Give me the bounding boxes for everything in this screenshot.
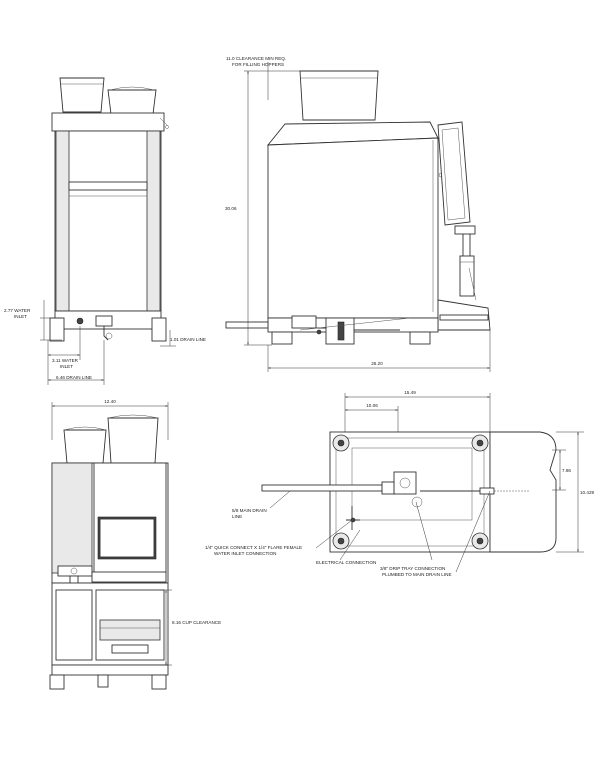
side-height-label: 30.06 — [225, 206, 237, 211]
water-inlet-connection-label: 1/4" QUICK CONNECT X 1/4" FLARE FEMALE — [205, 545, 302, 550]
water-inlet-height-label-2: INLET — [14, 314, 27, 319]
side-view-hopper — [299, 70, 379, 121]
drip-tray-label: 3/8" DRIP TRAY CONNECTION — [380, 566, 445, 571]
water-inlet-offset-label: 3.11 WATER — [52, 358, 79, 363]
front-view-hopper-left — [59, 77, 105, 113]
drip-tray-label-2: PLUMBED TO MAIN DRAIN LINE — [382, 572, 452, 577]
foot-spacing-label: 10.06 — [366, 403, 378, 408]
front-detail-hopper-left — [63, 429, 107, 464]
drain-line-offset-label: 6.46 DRAIN LINE — [56, 375, 92, 380]
overall-width-label: 10.429 — [580, 490, 594, 495]
drain-line-height-label: 1.01 DRAIN LINE — [170, 337, 206, 342]
clearance-note: 11.0 CLEARANCE MIN REQ. — [226, 56, 286, 61]
front-view-hopper-right — [107, 89, 157, 115]
water-inlet-connection-label-2: WATER INLET CONNECTION — [214, 551, 276, 556]
front-detail-hopper-right — [107, 417, 159, 464]
side-view-body — [267, 137, 439, 319]
water-inlet-fitting — [76, 317, 84, 325]
clearance-note-2: FOR FILLING HOPPERS — [232, 62, 284, 67]
bottom-view-drip-tray — [489, 431, 557, 553]
main-drain-label: 5/8 MAIN DRAIN — [232, 508, 267, 513]
overall-depth-label: 15.49 — [404, 390, 416, 395]
side-view: 11.0 CLEARANCE MIN REQ. FOR FILLING HOPP… — [225, 56, 491, 372]
front-view-body — [54, 130, 162, 312]
main-drain-label-2: LINE — [232, 514, 242, 519]
water-inlet-offset-label-2: INLET — [60, 364, 73, 369]
side-depth-label: 25.20 — [371, 361, 383, 366]
foot-width-label: 7.86 — [562, 468, 571, 473]
front-width-label: 12.40 — [104, 399, 116, 404]
bottom-view: 15.49 10.06 7.86 — [205, 390, 594, 577]
water-inlet-height-label: 2.77 WATER — [4, 308, 31, 313]
electrical-connection-label: ELECTRICAL CONNECTION — [316, 560, 376, 565]
front-view: 2.77 WATER INLET 1.01 DRAIN LINE 3.11 WA… — [4, 77, 206, 385]
main-drain-pipe — [261, 484, 383, 492]
cup-clearance-label: 8.16 CUP CLEARANCE — [172, 620, 221, 625]
front-detail-view: 12.40 8.16 CUP CLEARANCE — [49, 399, 221, 690]
